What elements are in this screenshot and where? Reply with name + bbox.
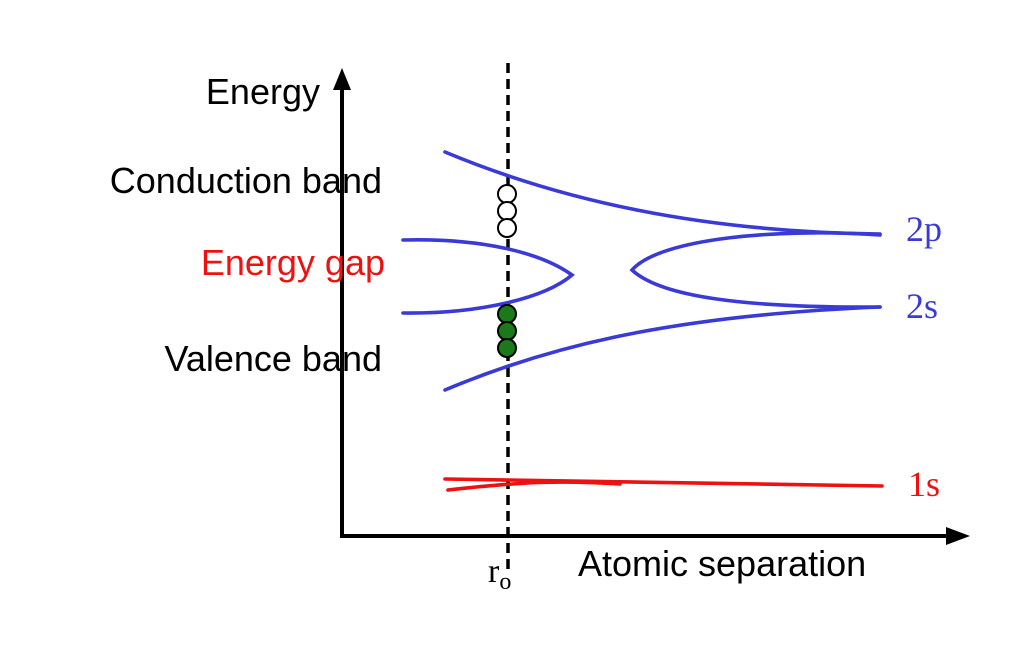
valence-band-lower-curve [443, 305, 882, 392]
filled-electron-circle [497, 304, 517, 324]
empty-state-circle [497, 184, 517, 204]
filled-electron-circle [497, 338, 517, 358]
empty-state-circle [497, 201, 517, 221]
inner-left-branch-curve [401, 238, 575, 315]
r0-main: r [488, 553, 500, 590]
x-axis-arrowhead [946, 527, 970, 545]
2p-lower-branch-curve [629, 231, 882, 309]
empty-state-circle [497, 218, 517, 238]
2p-label: 2p [906, 209, 942, 249]
r0-subscript: o [499, 569, 511, 595]
2s-label: 2s [906, 286, 938, 326]
y-axis-arrowhead [333, 68, 351, 90]
conduction-band-label: Conduction band [110, 160, 382, 201]
1s-level-line-narrow [446, 480, 622, 492]
1s-label: 1s [908, 464, 940, 504]
r0-label: ro [488, 553, 511, 595]
filled-electron-circle [497, 321, 517, 341]
energy-gap-label: Energy gap [201, 242, 385, 283]
x-axis-label: Atomic separation [578, 543, 866, 584]
y-axis-label: Energy [206, 71, 320, 112]
valence-band-label: Valence band [164, 338, 382, 379]
1s-level-line [443, 477, 884, 488]
